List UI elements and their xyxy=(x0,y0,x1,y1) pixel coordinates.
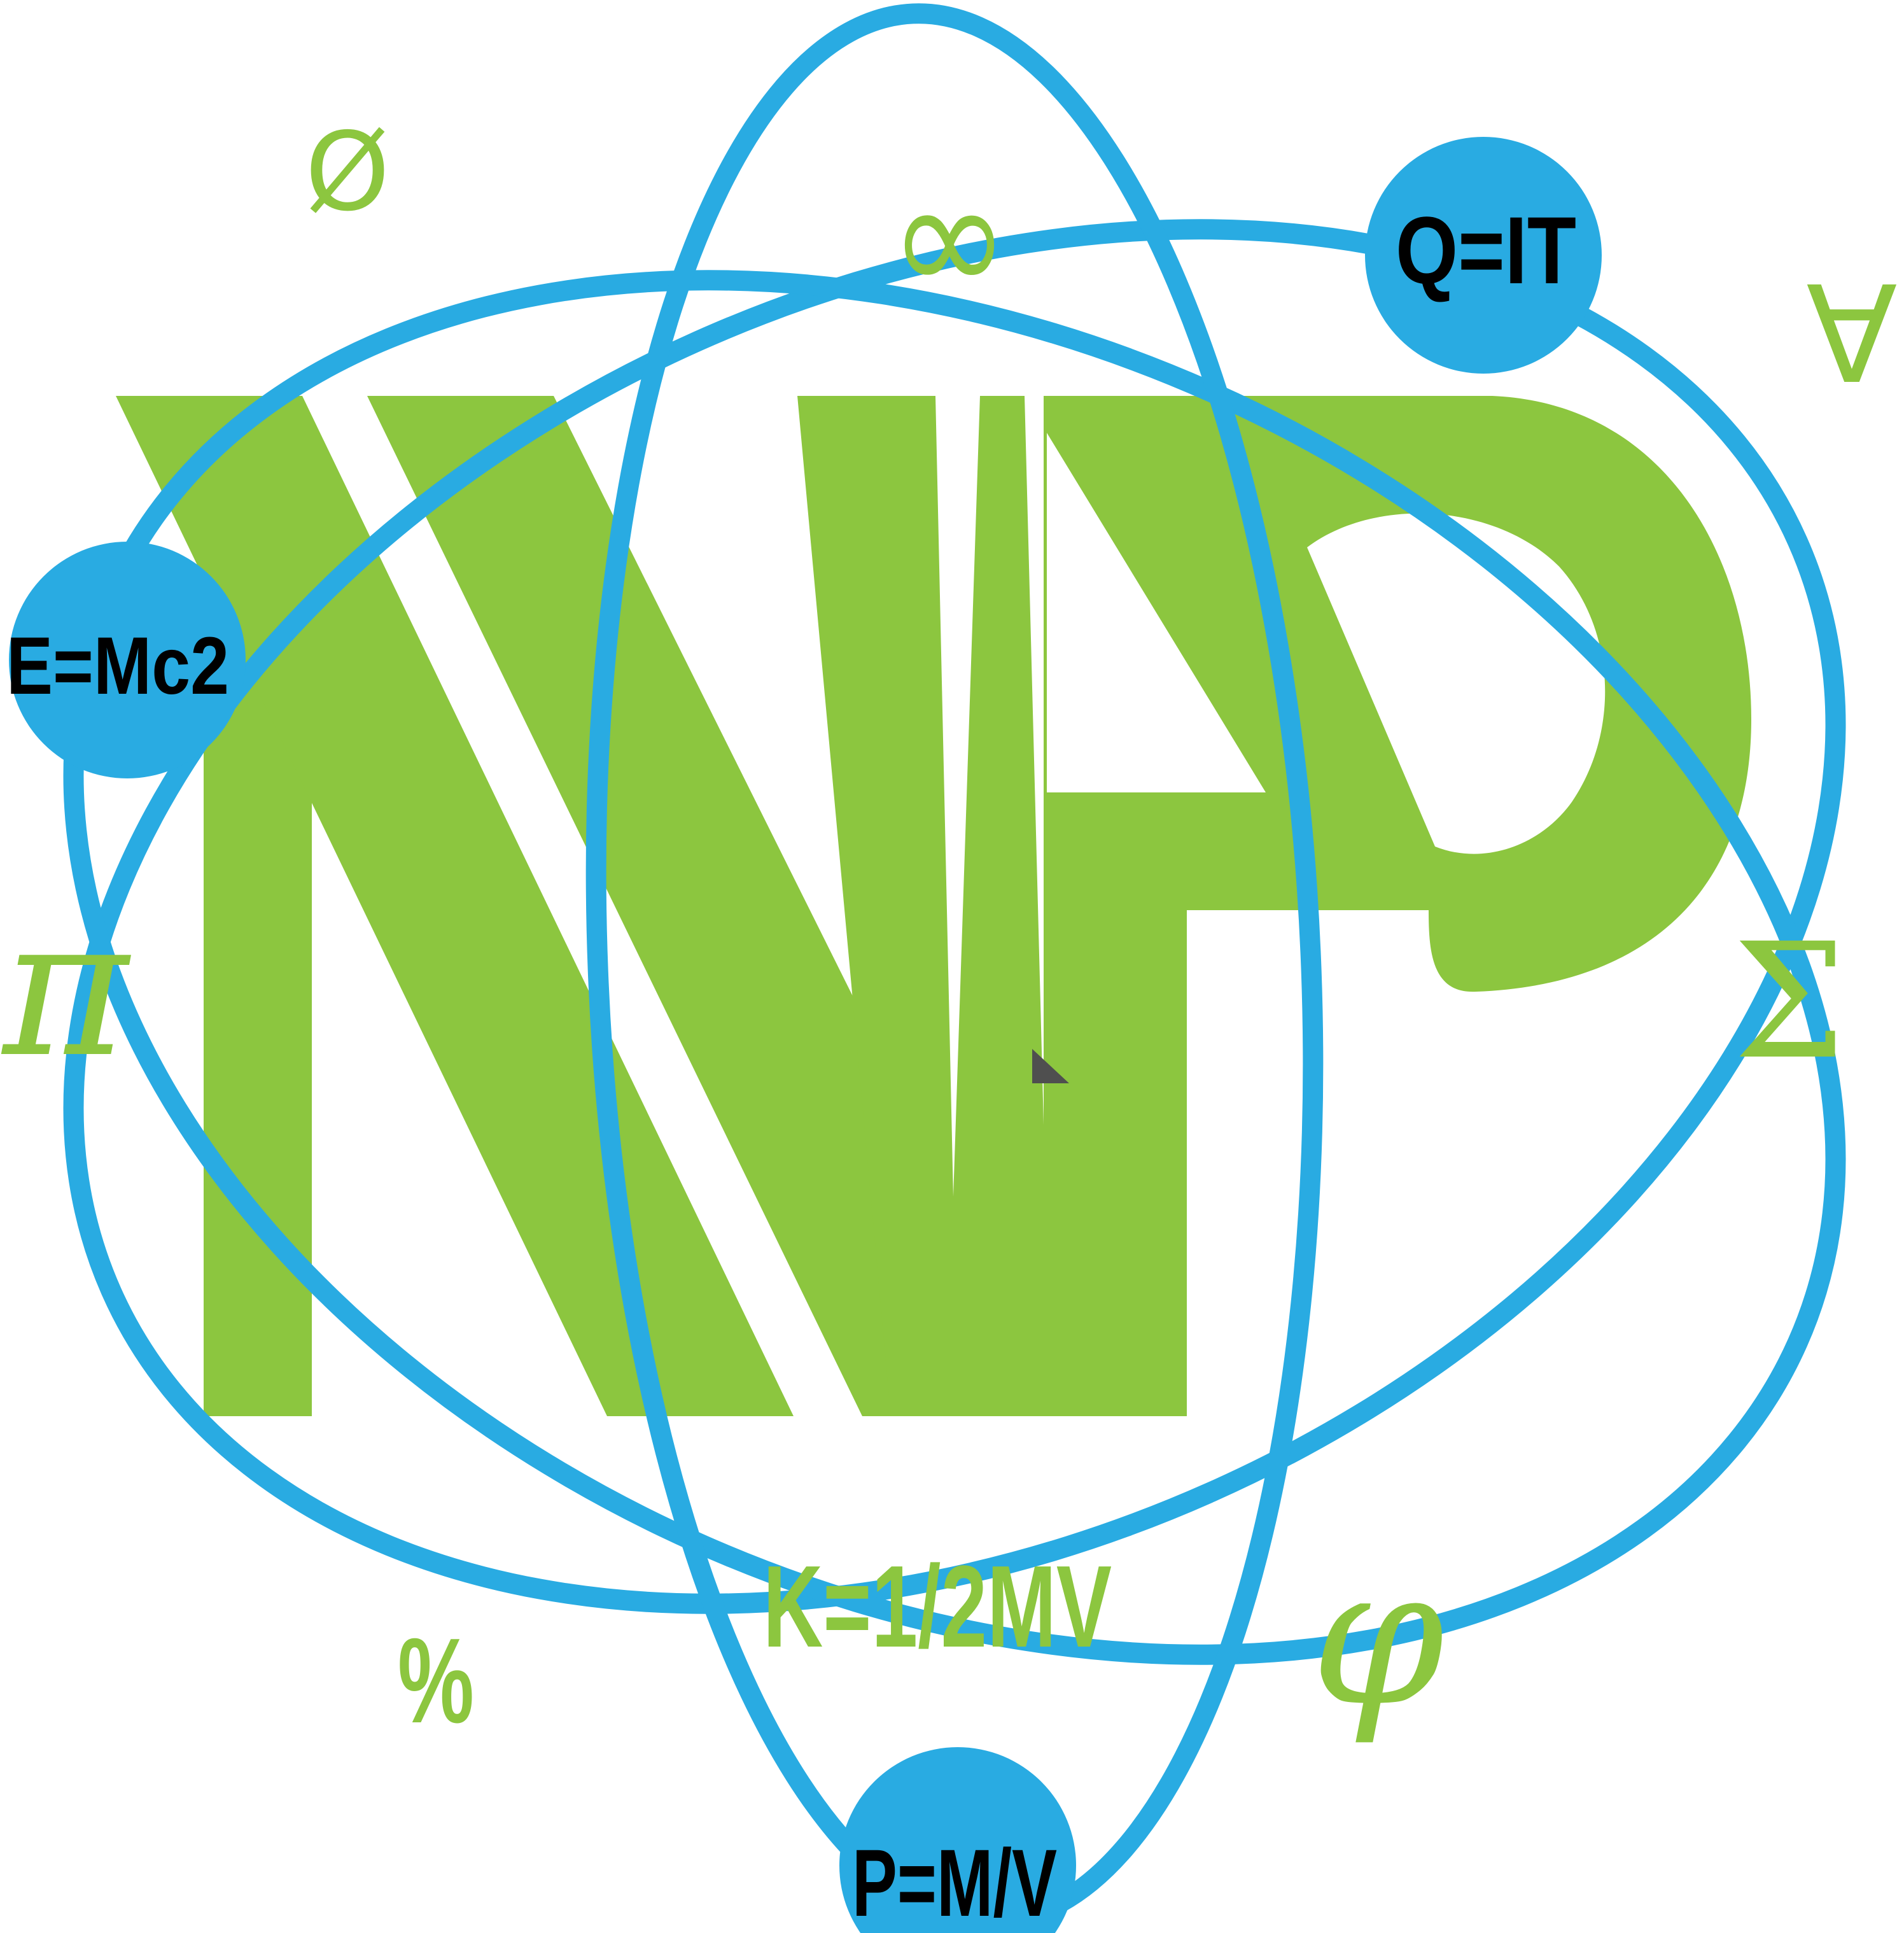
electron-circle-qit xyxy=(1365,137,1602,374)
letter-n-diagonal-1 xyxy=(116,396,794,1416)
percent-symbol: % xyxy=(398,1613,474,1748)
electron-circle-pmv xyxy=(839,1747,1076,1933)
sigma-symbol: Σ xyxy=(1733,909,1846,1094)
cursor-artifact-triangle xyxy=(1032,1049,1069,1083)
math-symbols: Ø ∞ ∀ π Σ % φ xyxy=(0,109,1898,1748)
formula-qit: Q=IT xyxy=(1396,197,1576,304)
pi-symbol: π xyxy=(0,877,131,1099)
orbit-ellipse-left-down xyxy=(63,219,1846,1614)
infinity-symbol: ∞ xyxy=(890,145,1010,330)
formula-kinetic-caption: K=1/2MV xyxy=(763,1541,1112,1671)
letter-v xyxy=(797,396,1051,1416)
slashed-zero-symbol: Ø xyxy=(305,109,390,235)
phi-symbol: φ xyxy=(1311,1526,1445,1748)
formula-emc2: E=Mc2 xyxy=(6,621,229,712)
electron-labels: E=Mc2 Q=IT P=M/V xyxy=(6,197,1576,1933)
electron-circle-emc2 xyxy=(9,542,246,778)
letter-n-left-stem xyxy=(204,578,312,1416)
letter-n-diagonal-2 xyxy=(367,396,953,1416)
monogram-letters xyxy=(116,396,1751,1416)
electrons xyxy=(9,137,1602,1933)
formula-pmv: P=M/V xyxy=(852,1829,1057,1933)
letter-p xyxy=(1044,396,1751,1416)
for-all-symbol: ∀ xyxy=(1806,258,1898,414)
